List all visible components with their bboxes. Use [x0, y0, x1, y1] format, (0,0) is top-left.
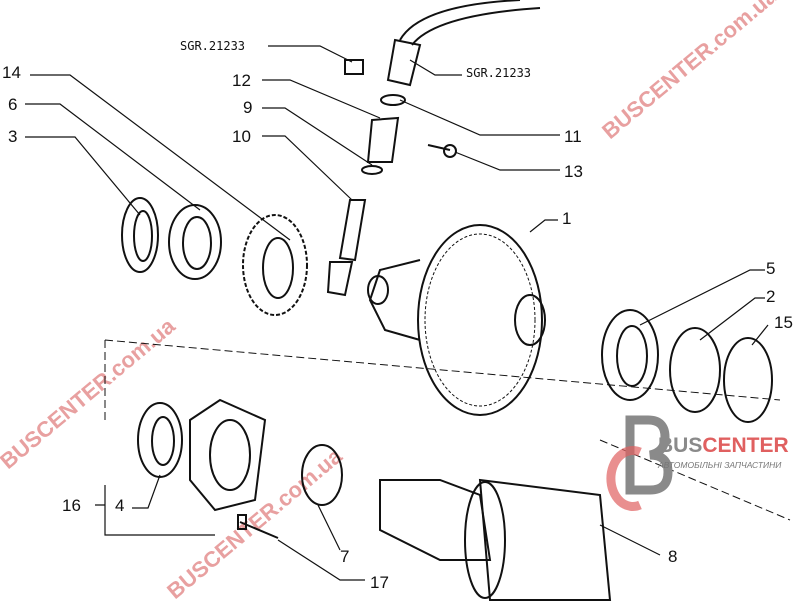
callout-14: 14 — [2, 63, 21, 82]
seal-and-bearing-left — [121, 197, 222, 280]
callout-16: 16 — [62, 496, 81, 515]
callout-11: 11 — [564, 127, 582, 146]
watermark: BUSCENTER.com.ua — [597, 0, 782, 144]
logo-brand-bus: BUS — [658, 434, 702, 457]
callout-1: 1 — [562, 209, 571, 228]
bolt-13 — [427, 144, 457, 159]
tool-label-sgr-left: SGR.21233 — [180, 39, 245, 53]
callout-9: 9 — [243, 98, 252, 117]
callout-10: 10 — [232, 127, 251, 146]
callout-7: 7 — [340, 547, 349, 566]
callout-3: 3 — [8, 127, 17, 146]
lower-parts — [137, 398, 612, 601]
tool-label-sgr-right: SGR.21233 — [466, 66, 531, 80]
callout-12: 12 — [232, 71, 251, 90]
callout-6: 6 — [8, 95, 17, 114]
callout-2: 2 — [766, 287, 775, 306]
buscenter-logo: BUSCENTER АВТОМОБІЛЬНІ ЗАПЧАСТИНИ — [606, 415, 789, 511]
logo-brand-center: CENTER — [702, 434, 788, 457]
callout-4: 4 — [115, 496, 124, 515]
assembly-frame — [104, 339, 791, 521]
seal-and-rings-right — [601, 309, 773, 423]
logo-tagline: АВТОМОБІЛЬНІ ЗАПЧАСТИНИ — [657, 460, 782, 470]
callout-8: 8 — [668, 547, 677, 566]
differential — [367, 224, 546, 416]
callout-15: 15 — [774, 313, 793, 332]
speedo-cable — [344, 0, 541, 87]
callout-17: 17 — [370, 573, 389, 592]
pinion-sleeve — [326, 94, 406, 297]
callout-5: 5 — [766, 259, 775, 278]
callout-13: 13 — [564, 162, 583, 181]
svg-text:BUSCENTER: BUSCENTER — [658, 434, 789, 457]
leader-lines — [25, 45, 769, 581]
driven-gear-14 — [242, 214, 308, 316]
